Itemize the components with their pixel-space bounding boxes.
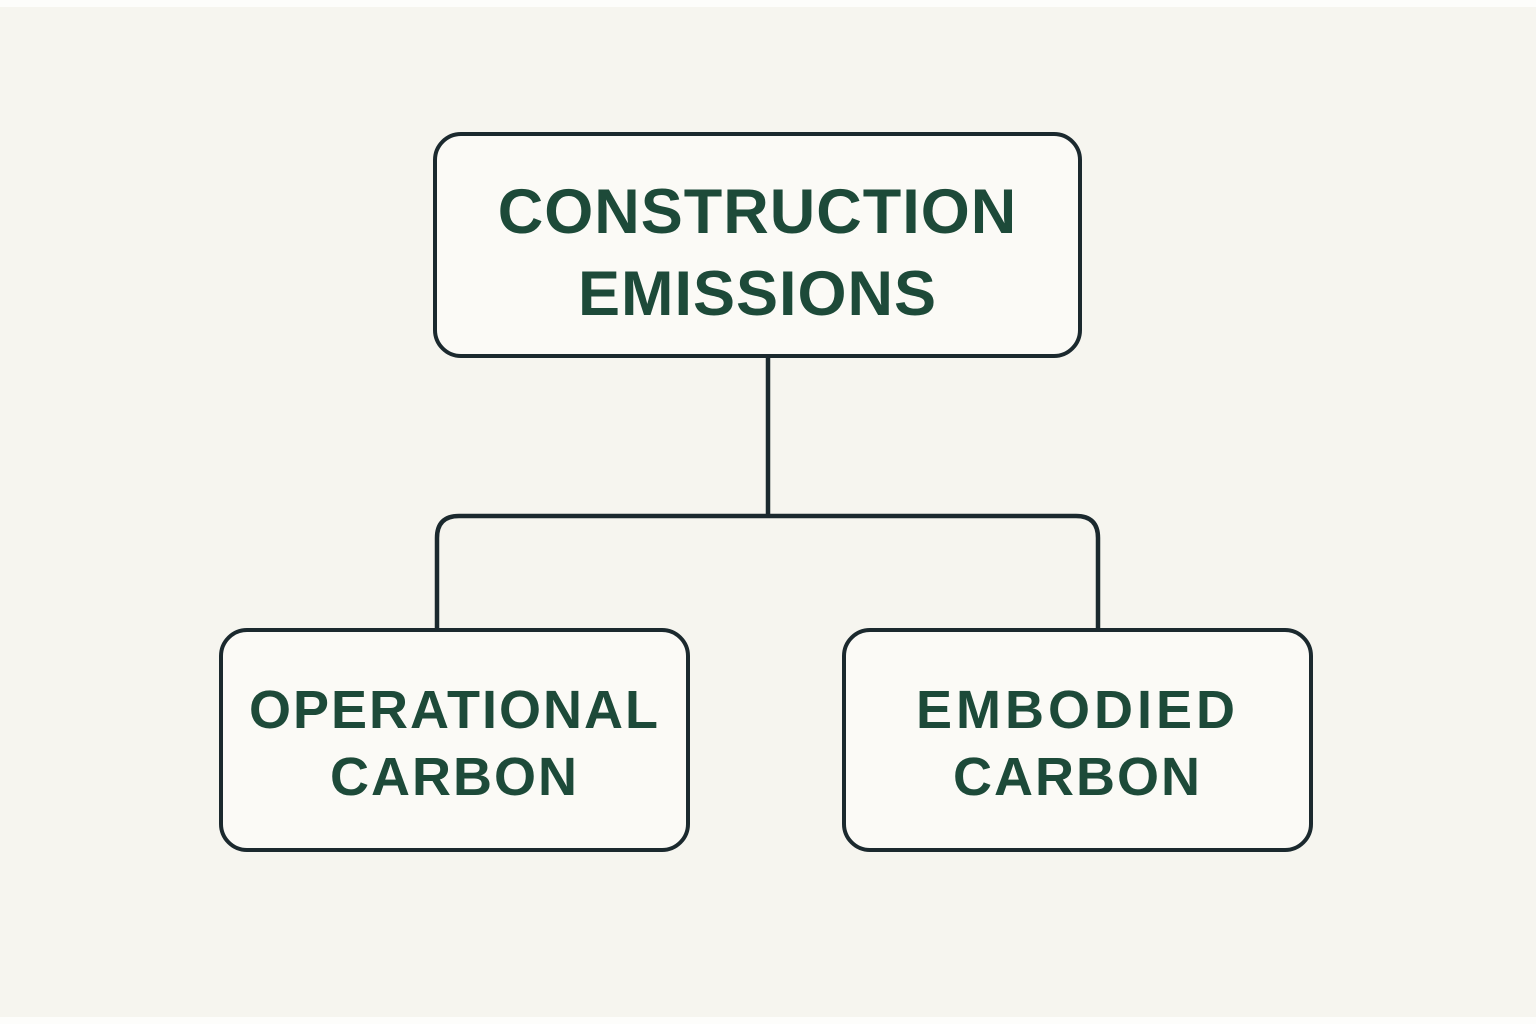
label-line: OPERATIONAL [249,680,660,740]
node-embodied-carbon: EMBODIED CARBON [842,628,1313,852]
node-construction-emissions: CONSTRUCTION EMISSIONS [433,132,1082,358]
node-operational-carbon: OPERATIONAL CARBON [219,628,690,852]
label-line: CARBON [952,747,1202,807]
node-operational-carbon-label: OPERATIONAL CARBON [249,677,660,811]
label-line: EMBODIED [915,680,1239,740]
node-embodied-carbon-label: EMBODIED CARBON [916,677,1239,811]
node-construction-emissions-label: CONSTRUCTION EMISSIONS [498,171,1017,335]
label-line: CARBON [330,747,579,807]
connector-bracket [434,513,1101,630]
label-line: CONSTRUCTION [497,177,1018,247]
label-line: EMISSIONS [577,259,938,329]
